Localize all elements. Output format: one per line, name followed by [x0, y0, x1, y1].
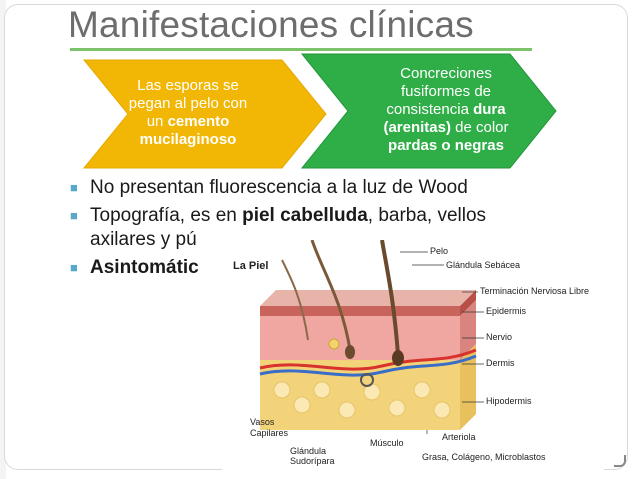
- label-glandula-sebacea: Glándula Sebácea: [446, 260, 521, 270]
- step2-line5: pardas o negras: [388, 137, 504, 154]
- label-glandula-sudoripara-2: Sudorípara: [290, 456, 335, 466]
- bullet-item-3: ■ Asintomátic: [70, 256, 590, 280]
- step2-line4-bold: (arenitas): [383, 119, 451, 136]
- step2-line2: fusiformes de: [400, 83, 492, 100]
- process-step-2-text: Concreciones fusiformes de consistencia …: [362, 58, 530, 162]
- bullet-marker-icon: ■: [70, 208, 78, 223]
- label-nervio: Nervio: [486, 332, 513, 342]
- bullet-2-prefix: Topografía, es en: [90, 205, 243, 226]
- step1-line3: un cemento: [147, 113, 230, 131]
- bullet-2-line2: axilares y pú: [90, 229, 197, 250]
- slide-corner-mark: [614, 455, 626, 467]
- label-dermis: Dermis: [486, 358, 515, 368]
- title-accent-line: [70, 48, 532, 51]
- step2-line4-suffix: de color: [450, 119, 509, 136]
- bullet-2-suffix: , barba, vellos: [367, 205, 487, 226]
- step2-line3-bold: dura: [473, 101, 506, 118]
- bullet-item-2: ■ Topografía, es en piel cabelluda, barb…: [70, 204, 590, 252]
- step2-line4: (arenitas) de color: [383, 119, 508, 137]
- bullet-marker-icon: ■: [70, 260, 78, 275]
- step2-line1: Concreciones: [400, 65, 492, 82]
- step1-line3-prefix: un: [146, 113, 168, 130]
- bullet-marker-icon: ■: [70, 180, 78, 195]
- process-chevron-2: [300, 53, 557, 169]
- skin-illustration: La Piel: [222, 240, 604, 470]
- step1-line1: Las esporas se: [137, 77, 239, 94]
- label-arteriola: Arteriola: [442, 432, 476, 442]
- step2-line3-prefix: consistencia: [386, 101, 474, 118]
- step1-line2: pegan al pelo con: [128, 95, 248, 112]
- slide-title: Manifestaciones clínicas: [68, 4, 474, 45]
- label-grasa: Grasa, Colágeno, Microblastos: [422, 452, 546, 462]
- bullet-2-bold: piel cabelluda: [242, 205, 368, 226]
- label-terminacion-nerviosa: Terminación Nerviosa Libre: [480, 286, 590, 296]
- label-hipodermis: Hipodermis: [486, 396, 532, 406]
- process-step-1-text: Las esporas se pegan al pelo con un ceme…: [112, 68, 264, 158]
- label-vasos: Vasos: [250, 417, 275, 427]
- bullet-3-bold: Asintomátic: [90, 257, 199, 278]
- process-chevron-1: [82, 59, 327, 169]
- label-epidermis: Epidermis: [486, 306, 527, 316]
- step1-line4: mucilaginoso: [139, 131, 237, 148]
- bullet-list: ■ No presentan fluorescencia a la luz de…: [70, 176, 590, 284]
- label-glandula-sudoripara-1: Glándula: [290, 446, 327, 456]
- slide-left-strip: [0, 0, 6, 479]
- label-musculo: Músculo: [370, 438, 404, 448]
- step1-line3-bold: cemento: [167, 113, 230, 130]
- bullet-item-1: ■ No presentan fluorescencia a la luz de…: [70, 176, 590, 200]
- label-capilares: Capilares: [250, 428, 289, 438]
- bullet-1-text: No presentan fluorescencia a la luz de W…: [90, 177, 468, 198]
- skin-cross-section-diagram: [259, 240, 484, 434]
- step2-line3: consistencia dura: [386, 101, 505, 119]
- label-pelo: Pelo: [430, 246, 449, 256]
- illustration-title: La Piel: [233, 260, 269, 272]
